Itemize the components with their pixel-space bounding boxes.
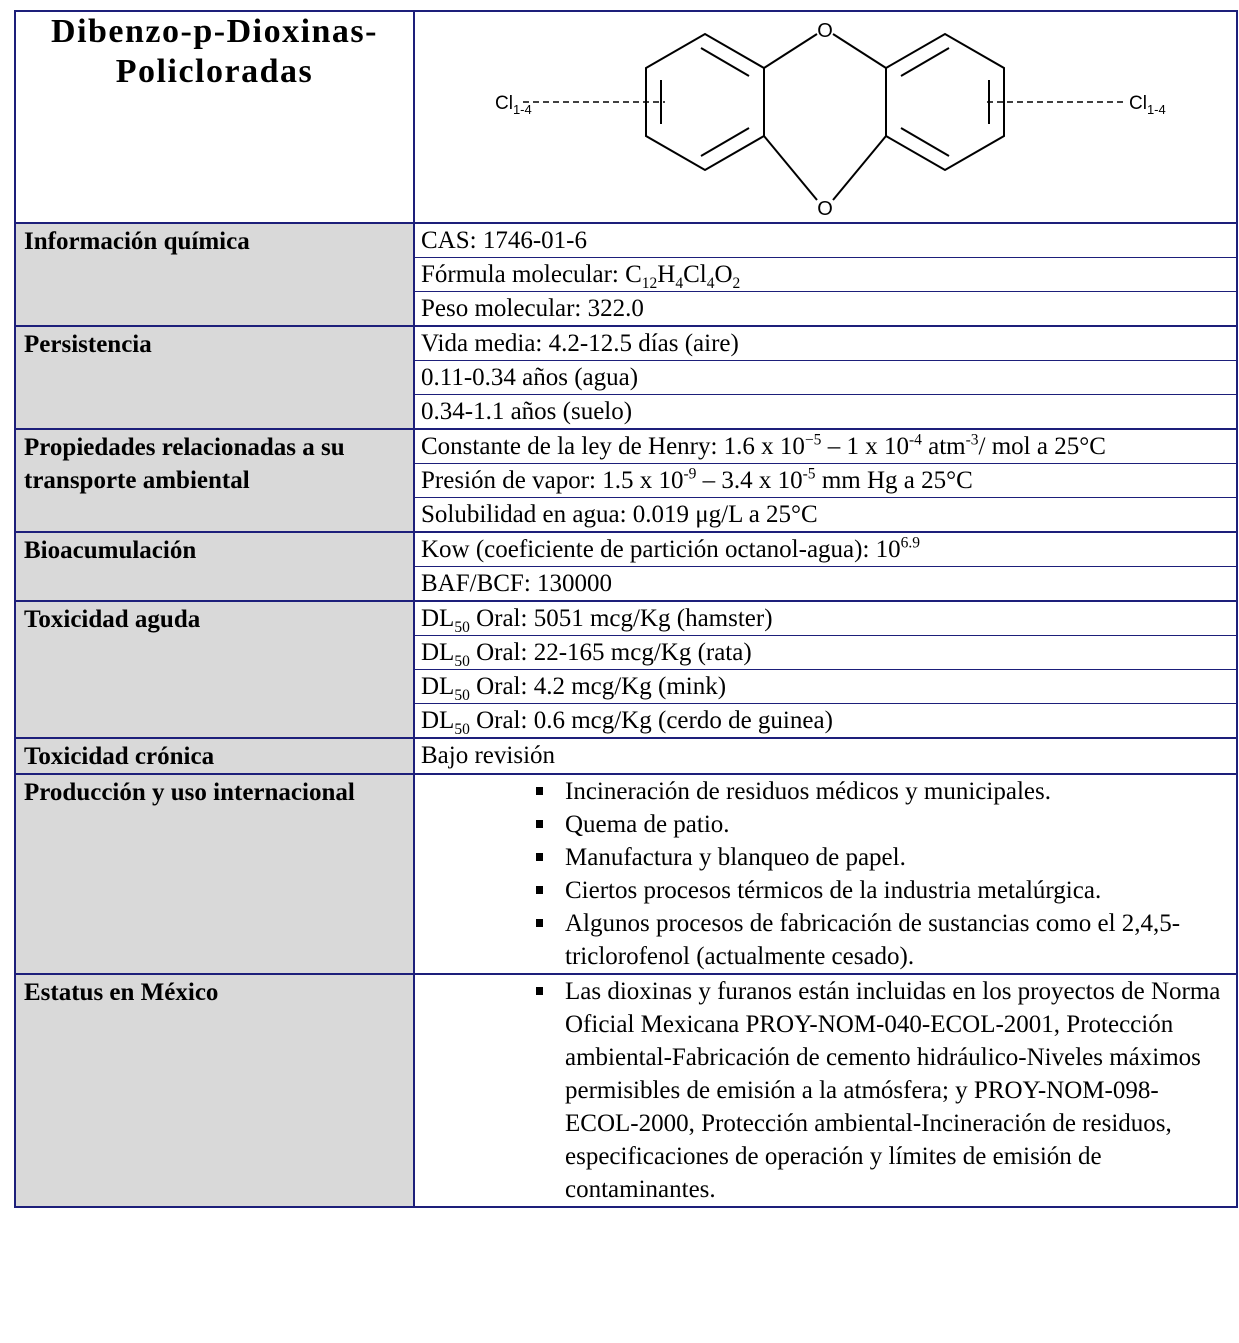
label-acute-toxicity: Toxicidad aguda bbox=[14, 600, 415, 739]
value-mexico-status: Las dioxinas y furanos están incluidas e… bbox=[413, 973, 1238, 1208]
label-chronic-toxicity: Toxicidad crónica bbox=[14, 737, 415, 775]
ld50-rat: DL50 Oral: 22-165 mcg/Kg (rata) bbox=[415, 636, 1236, 670]
chlorine-left-label: Cl1-4 bbox=[495, 93, 532, 117]
header-row: Dibenzo-p-Dioxinas- Policloradas bbox=[14, 10, 1238, 224]
substance-title-line2: Policloradas bbox=[115, 53, 314, 90]
vapor-pressure: Presión de vapor: 1.5 x 10-9 – 3.4 x 10-… bbox=[415, 464, 1236, 498]
label-chemical-info: Información química bbox=[14, 222, 415, 327]
row-chronic-toxicity: Toxicidad crónica Bajo revisión bbox=[14, 737, 1238, 775]
chronic-toxicity-status: Bajo revisión bbox=[421, 742, 556, 769]
row-mexico-status: Estatus en México Las dioxinas y furanos… bbox=[14, 973, 1238, 1208]
molecular-formula: Fórmula molecular: C12H4Cl4O2 bbox=[415, 258, 1236, 292]
row-chemical-info: Información química CAS: 1746-01-6 Fórmu… bbox=[14, 222, 1238, 327]
ld50-mink: DL50 Oral: 4.2 mcg/Kg (mink) bbox=[415, 670, 1236, 704]
fact-table: Dibenzo-p-Dioxinas- Policloradas bbox=[14, 10, 1238, 1208]
kow-value: Kow (coeficiente de partición octanol-ag… bbox=[415, 533, 1236, 567]
value-acute-toxicity: DL50 Oral: 5051 mcg/Kg (hamster) DL50 Or… bbox=[413, 600, 1238, 739]
substance-title-line1: Dibenzo-p-Dioxinas- bbox=[51, 13, 378, 50]
baf-bcf-value: BAF/BCF: 130000 bbox=[421, 570, 613, 597]
oxygen-bottom-label: O bbox=[817, 198, 833, 217]
list-item: Incineración de residuos médicos y munic… bbox=[415, 775, 1228, 808]
half-life-soil: 0.34-1.1 años (suelo) bbox=[421, 398, 633, 425]
molecular-weight: Peso molecular: 322.0 bbox=[421, 295, 644, 322]
dioxin-structure-diagram: O O Cl1-4 Cl1-4 bbox=[495, 20, 1166, 220]
value-bioaccumulation: Kow (coeficiente de partición octanol-ag… bbox=[413, 531, 1238, 602]
row-acute-toxicity: Toxicidad aguda DL50 Oral: 5051 mcg/Kg (… bbox=[14, 600, 1238, 739]
chlorine-right-label: Cl1-4 bbox=[1129, 93, 1166, 117]
row-transport-properties: Propiedades relacionadas a su transporte… bbox=[14, 428, 1238, 533]
list-item: Ciertos procesos térmicos de la industri… bbox=[415, 874, 1228, 907]
label-persistence: Persistencia bbox=[14, 325, 415, 430]
substance-title-cell: Dibenzo-p-Dioxinas- Policloradas bbox=[14, 10, 415, 224]
label-production-use: Producción y uso internacional bbox=[14, 773, 415, 975]
ld50-guinea-pig: DL50 Oral: 0.6 mcg/Kg (cerdo de guinea) bbox=[421, 707, 833, 738]
structure-cell: O O Cl1-4 Cl1-4 bbox=[413, 10, 1238, 224]
value-chronic-toxicity: Bajo revisión bbox=[413, 737, 1238, 775]
henry-constant: Constante de la ley de Henry: 1.6 x 10−5… bbox=[415, 430, 1236, 464]
value-chemical-info: CAS: 1746-01-6 Fórmula molecular: C12H4C… bbox=[413, 222, 1238, 327]
value-transport-properties: Constante de la ley de Henry: 1.6 x 10−5… bbox=[413, 428, 1238, 533]
label-bioaccumulation: Bioacumulación bbox=[14, 531, 415, 602]
cas-number: CAS: 1746-01-6 bbox=[415, 224, 1236, 258]
half-life-air: Vida media: 4.2-12.5 días (aire) bbox=[415, 327, 1236, 361]
list-item: Las dioxinas y furanos están incluidas e… bbox=[415, 975, 1228, 1206]
substance-fact-sheet: Dibenzo-p-Dioxinas- Policloradas bbox=[14, 10, 1238, 1340]
value-production-use: Incineración de residuos médicos y munic… bbox=[413, 773, 1238, 975]
production-list: Incineración de residuos médicos y munic… bbox=[415, 775, 1236, 973]
row-bioaccumulation: Bioacumulación Kow (coeficiente de parti… bbox=[14, 531, 1238, 602]
row-production-use: Producción y uso internacional Incinerac… bbox=[14, 773, 1238, 975]
oxygen-top-label: O bbox=[817, 20, 833, 42]
right-benzene-ring bbox=[885, 32, 1005, 172]
list-item: Quema de patio. bbox=[415, 808, 1228, 841]
row-persistence: Persistencia Vida media: 4.2-12.5 días (… bbox=[14, 325, 1238, 430]
label-transport-properties: Propiedades relacionadas a su transporte… bbox=[14, 428, 415, 533]
value-persistence: Vida media: 4.2-12.5 días (aire) 0.11-0.… bbox=[413, 325, 1238, 430]
ld50-hamster: DL50 Oral: 5051 mcg/Kg (hamster) bbox=[415, 602, 1236, 636]
status-list: Las dioxinas y furanos están incluidas e… bbox=[415, 975, 1236, 1206]
water-solubility: Solubilidad en agua: 0.019 μg/L a 25°C bbox=[421, 501, 818, 528]
label-mexico-status: Estatus en México bbox=[14, 973, 415, 1208]
list-item: Manufactura y blanqueo de papel. bbox=[415, 841, 1228, 874]
half-life-water: 0.11-0.34 años (agua) bbox=[415, 361, 1236, 395]
list-item: Algunos procesos de fabricación de susta… bbox=[415, 907, 1228, 973]
